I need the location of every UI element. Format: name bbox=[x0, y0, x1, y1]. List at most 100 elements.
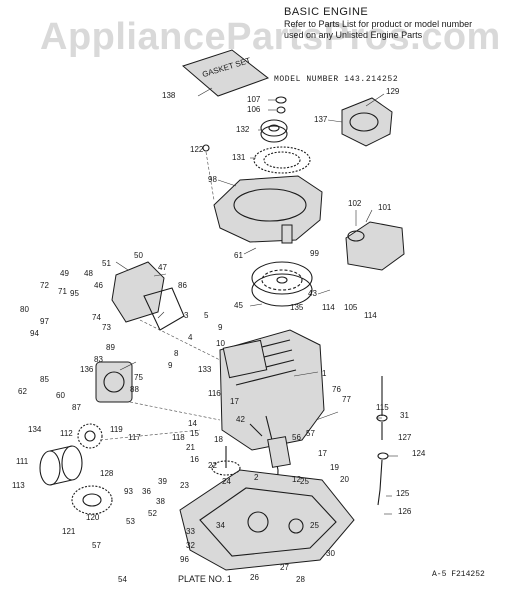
callout-60: 60 bbox=[56, 391, 65, 400]
callout-22: 22 bbox=[208, 461, 217, 470]
starter-assembly-part[interactable] bbox=[341, 97, 393, 147]
callout-85: 85 bbox=[40, 375, 49, 384]
callout-46: 46 bbox=[94, 281, 103, 290]
gear-part[interactable] bbox=[77, 423, 103, 449]
callout-117: 117 bbox=[128, 433, 141, 442]
callout-57: 57 bbox=[306, 429, 315, 438]
callout-2: 2 bbox=[254, 473, 259, 482]
callout-72: 72 bbox=[40, 281, 49, 290]
gasket-set-part[interactable]: GASKET SET bbox=[181, 49, 270, 97]
callout-9b: 9 bbox=[168, 361, 173, 370]
callout-83: 83 bbox=[94, 355, 103, 364]
callout-17b: 17 bbox=[318, 449, 327, 458]
callout-138: 138 bbox=[162, 91, 176, 100]
callout-leader-lines bbox=[115, 87, 398, 515]
connecting-rod-part[interactable] bbox=[249, 423, 263, 437]
flywheel-part[interactable] bbox=[251, 261, 313, 307]
callout-134: 134 bbox=[28, 425, 42, 434]
callout-80: 80 bbox=[20, 305, 29, 314]
callout-119: 119 bbox=[110, 425, 123, 434]
callout-16: 16 bbox=[190, 455, 199, 464]
bolt-part[interactable] bbox=[202, 144, 210, 152]
callout-3: 3 bbox=[184, 311, 189, 320]
camshaft-gear-part[interactable] bbox=[211, 446, 241, 476]
callout-4: 4 bbox=[188, 333, 193, 342]
callout-9a: 9 bbox=[218, 323, 223, 332]
callout-25a: 25 bbox=[300, 477, 309, 486]
callout-50: 50 bbox=[134, 251, 143, 260]
callout-89: 89 bbox=[106, 343, 115, 352]
callout-115: 115 bbox=[376, 403, 389, 412]
callout-45: 45 bbox=[234, 301, 243, 310]
callout-31: 31 bbox=[400, 411, 409, 420]
callout-62: 62 bbox=[18, 387, 27, 396]
callout-93: 93 bbox=[124, 487, 133, 496]
callout-75: 75 bbox=[134, 373, 143, 382]
blower-housing-part[interactable] bbox=[213, 175, 323, 244]
callout-54: 54 bbox=[118, 575, 127, 584]
callout-48: 48 bbox=[84, 269, 93, 278]
callout-101: 101 bbox=[378, 203, 392, 212]
carburetor-part[interactable] bbox=[95, 361, 133, 403]
callout-21: 21 bbox=[186, 443, 195, 452]
diagram-title: BASIC ENGINE bbox=[284, 6, 369, 18]
recoil-spring-part[interactable] bbox=[253, 146, 311, 174]
crankcase-base-part[interactable] bbox=[179, 469, 355, 571]
callout-47: 47 bbox=[158, 263, 167, 272]
callout-111: 111 bbox=[16, 457, 29, 466]
callout-52: 52 bbox=[148, 509, 157, 518]
callout-132: 132 bbox=[236, 125, 250, 134]
cylinder-head-part[interactable] bbox=[222, 339, 268, 379]
callout-56: 56 bbox=[292, 433, 301, 442]
model-number: MODEL NUMBER 143.214252 bbox=[274, 75, 399, 84]
callout-112: 112 bbox=[60, 429, 73, 438]
callout-34: 34 bbox=[216, 521, 225, 530]
callout-49: 49 bbox=[60, 269, 69, 278]
callout-88: 88 bbox=[130, 385, 139, 394]
callout-129: 129 bbox=[386, 87, 400, 96]
callout-1: 1 bbox=[322, 369, 327, 378]
callout-73: 73 bbox=[102, 323, 111, 332]
callout-8: 8 bbox=[174, 349, 179, 358]
callout-97: 97 bbox=[40, 317, 49, 326]
air-filter-part[interactable] bbox=[111, 261, 165, 323]
drive-drum-part[interactable] bbox=[71, 485, 113, 515]
callout-121: 121 bbox=[62, 527, 76, 536]
callout-102: 102 bbox=[348, 199, 362, 208]
dipstick-tube-part[interactable] bbox=[376, 414, 389, 506]
callout-61: 61 bbox=[234, 251, 243, 260]
callout-23: 23 bbox=[180, 481, 189, 490]
callout-122: 122 bbox=[190, 145, 204, 154]
callout-137: 137 bbox=[314, 115, 328, 124]
callout-10: 10 bbox=[216, 339, 225, 348]
callout-86: 86 bbox=[178, 281, 187, 290]
callout-127: 127 bbox=[398, 433, 412, 442]
callout-38: 38 bbox=[156, 497, 165, 506]
callout-76: 76 bbox=[332, 385, 341, 394]
gasket-part[interactable] bbox=[143, 287, 185, 331]
plate-number: PLATE NO. 1 bbox=[178, 574, 232, 584]
callout-120: 120 bbox=[86, 513, 100, 522]
callout-128: 128 bbox=[100, 469, 114, 478]
callout-106: 106 bbox=[247, 105, 261, 114]
callout-14: 14 bbox=[188, 419, 197, 428]
callout-26: 26 bbox=[250, 573, 259, 582]
washer-parts[interactable] bbox=[275, 96, 287, 114]
callout-114a: 114 bbox=[322, 303, 335, 312]
callout-124: 124 bbox=[412, 449, 426, 458]
callout-53: 53 bbox=[126, 517, 135, 526]
callout-30: 30 bbox=[326, 549, 335, 558]
clutch-drum-part[interactable] bbox=[39, 445, 83, 486]
callout-33: 33 bbox=[186, 527, 195, 536]
crankshaft-part[interactable] bbox=[265, 415, 291, 541]
muffler-part[interactable] bbox=[345, 221, 405, 271]
callout-118: 118 bbox=[172, 433, 185, 442]
callout-77: 77 bbox=[342, 395, 351, 404]
callout-133: 133 bbox=[198, 365, 212, 374]
callout-43: 43 bbox=[308, 289, 317, 298]
callout-18: 18 bbox=[214, 435, 223, 444]
pulley-part[interactable] bbox=[260, 119, 288, 143]
